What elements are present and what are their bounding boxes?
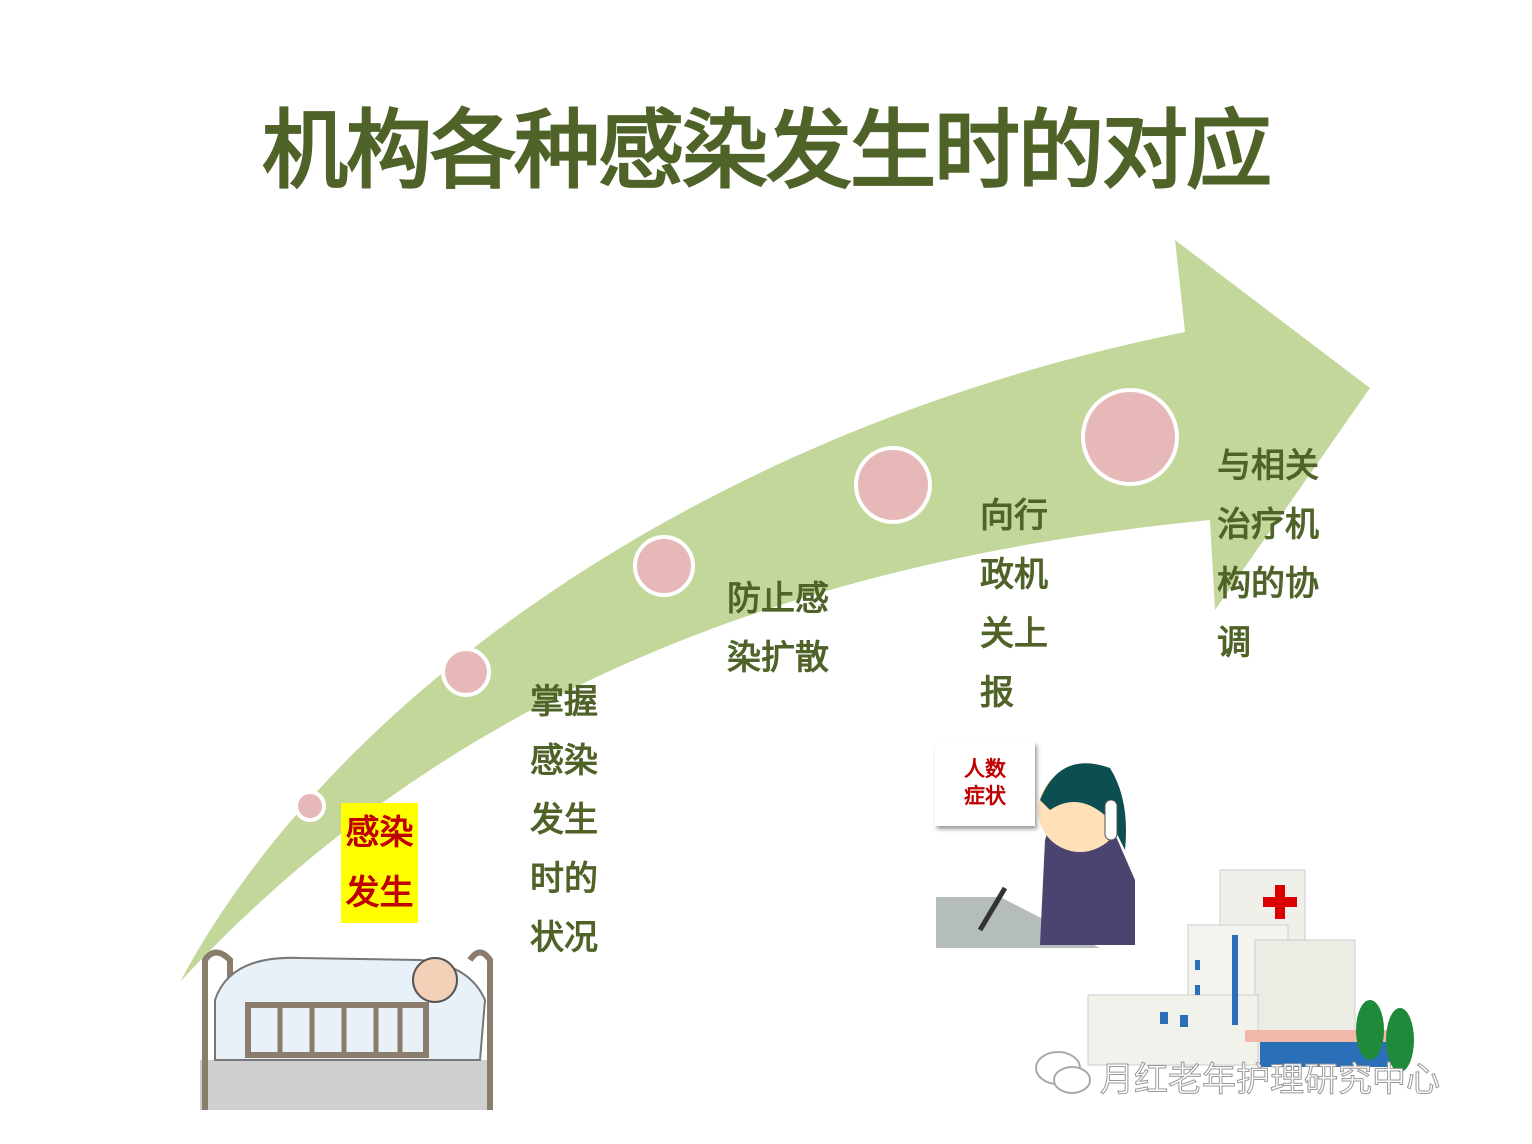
- step-marker-4: [854, 446, 932, 524]
- step-marker-2: [441, 647, 491, 697]
- step-label-prevent-spread: 防止感 染扩散: [727, 579, 829, 678]
- note-card-count-symptoms: 人数 症状: [935, 742, 1035, 826]
- page-title: 机构各种感染发生时的对应: [262, 101, 1272, 201]
- step-label-coordinate-medical: 与相关 治疗机 构的协 调: [1217, 446, 1319, 663]
- wechat-icon: [1035, 1051, 1091, 1094]
- step-label-grasp-situation: 掌握 感染 发生 时的 状况: [530, 682, 598, 958]
- curved-arrow: [180, 240, 1370, 982]
- hospital-illustration: [1087, 869, 1414, 1072]
- phone-operator-illustration: [936, 763, 1135, 948]
- step-marker-1: [294, 790, 326, 822]
- step-marker-3: [633, 535, 695, 597]
- step-marker-5: [1081, 388, 1179, 486]
- watermark: 月红老年护理研究中心: [1100, 1060, 1441, 1101]
- step-label-report-authority: 向行 政机 关上 报: [980, 496, 1048, 713]
- patient-bed-illustration: [200, 949, 493, 1110]
- step-label-infection-occurs: 感染 发生: [341, 803, 418, 923]
